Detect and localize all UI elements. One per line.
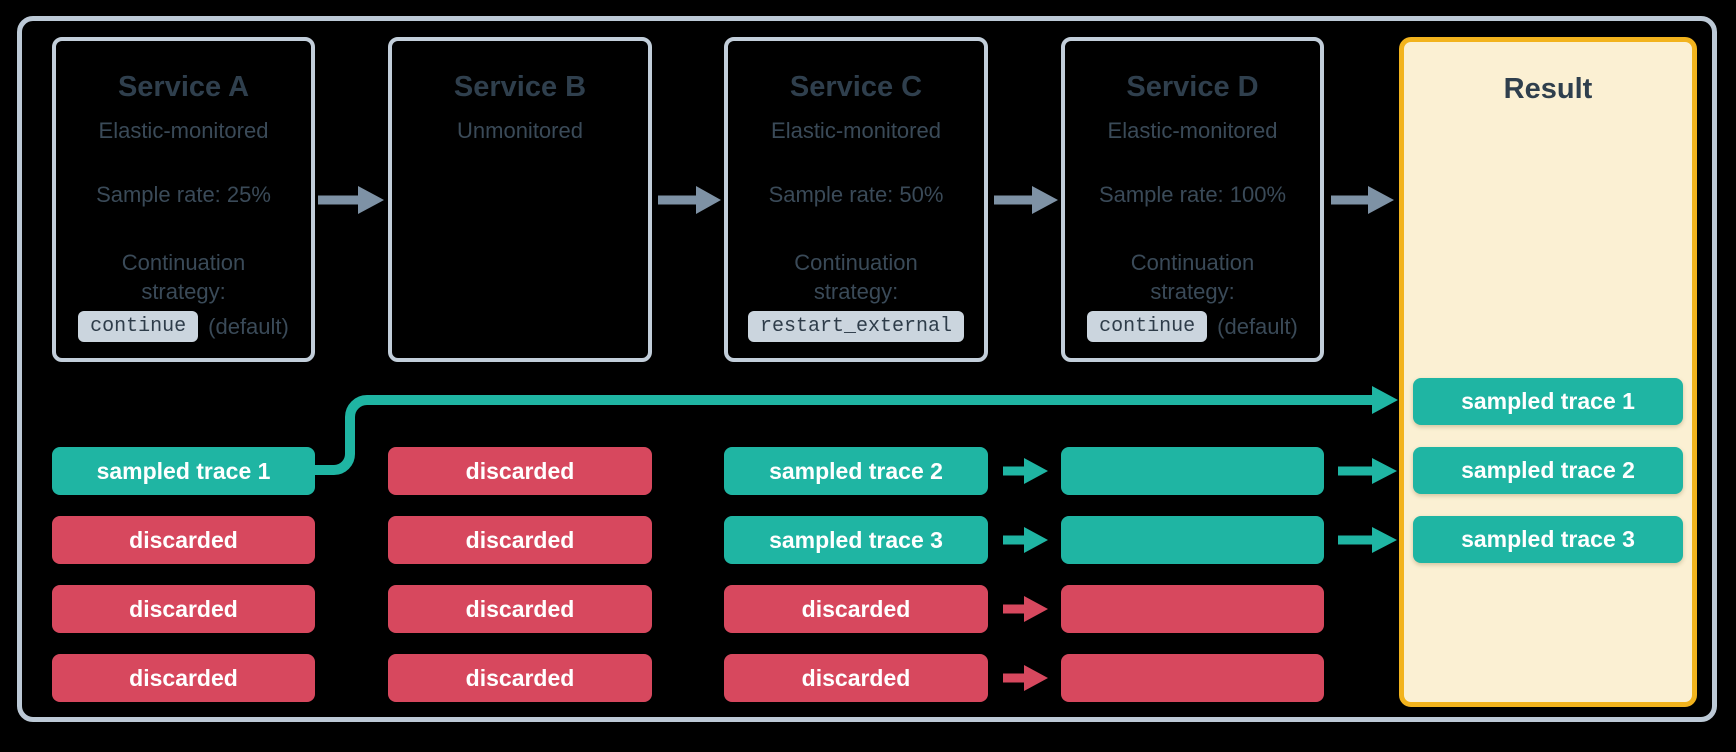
service-c-monitoring: Elastic-monitored (771, 118, 941, 144)
result-trace-row2: sampled trace 2 (1413, 447, 1683, 494)
service-d-strategy-code-chip: continue (1087, 311, 1208, 343)
service-c-strategy-label: Continuation strategy: (794, 250, 918, 305)
service-a-strategy-row: continue (default) (78, 311, 289, 343)
service-c-strategy-row: restart_external (747, 311, 965, 343)
service-d-sample-rate: Sample rate: 100% (1098, 182, 1287, 208)
service-d-strategy-row: continue (default) (1087, 311, 1298, 343)
service-b-title: Service B (453, 71, 587, 103)
trace-d-row3 (1061, 585, 1324, 633)
service-d-box: Service D Elastic-monitored Sample rate:… (1061, 37, 1324, 362)
service-a-monitoring: Elastic-monitored (98, 118, 269, 144)
service-c-box: Service C Elastic-monitored Sample rate:… (724, 37, 988, 362)
trace-a-row2: discarded (52, 516, 315, 564)
trace-a-row3: discarded (52, 585, 315, 633)
outer-frame (17, 16, 1717, 722)
trace-c-row4: discarded (724, 654, 988, 702)
service-c-title: Service C (789, 71, 923, 103)
result-trace-row3: sampled trace 3 (1413, 516, 1683, 563)
service-a-strategy-note: (default) (208, 313, 289, 339)
trace-b-row4: discarded (388, 654, 652, 702)
result-title: Result (1503, 73, 1593, 105)
result-trace-row1: sampled trace 1 (1413, 378, 1683, 425)
service-d-title: Service D (1126, 71, 1259, 103)
trace-a-row1: sampled trace 1 (52, 447, 315, 495)
trace-d-row4 (1061, 654, 1324, 702)
service-b-box: Service B Unmonitored (388, 37, 652, 362)
trace-d-row1 (1061, 447, 1324, 495)
service-a-box: Service A Elastic-monitored Sample rate:… (52, 37, 315, 362)
service-a-sample-rate: Sample rate: 25% (96, 182, 271, 208)
trace-b-row2: discarded (388, 516, 652, 564)
trace-c-row2: sampled trace 3 (724, 516, 988, 564)
service-d-monitoring: Elastic-monitored (1107, 118, 1278, 144)
service-c-sample-rate: Sample rate: 50% (768, 182, 944, 208)
trace-c-row3: discarded (724, 585, 988, 633)
service-c-strategy-code-chip: restart_external (747, 311, 965, 343)
trace-b-row3: discarded (388, 585, 652, 633)
service-d-strategy-note: (default) (1217, 313, 1298, 339)
result-box: Result (1399, 37, 1697, 707)
trace-b-row1: discarded (388, 447, 652, 495)
trace-d-row2 (1061, 516, 1324, 564)
service-a-strategy-code-chip: continue (78, 311, 199, 343)
trace-c-row1: sampled trace 2 (724, 447, 988, 495)
service-a-strategy-label: Continuation strategy: (121, 250, 246, 305)
service-a-title: Service A (117, 71, 250, 103)
service-b-monitoring: Unmonitored (457, 118, 583, 144)
trace-a-row4: discarded (52, 654, 315, 702)
service-d-strategy-label: Continuation strategy: (1130, 250, 1255, 305)
